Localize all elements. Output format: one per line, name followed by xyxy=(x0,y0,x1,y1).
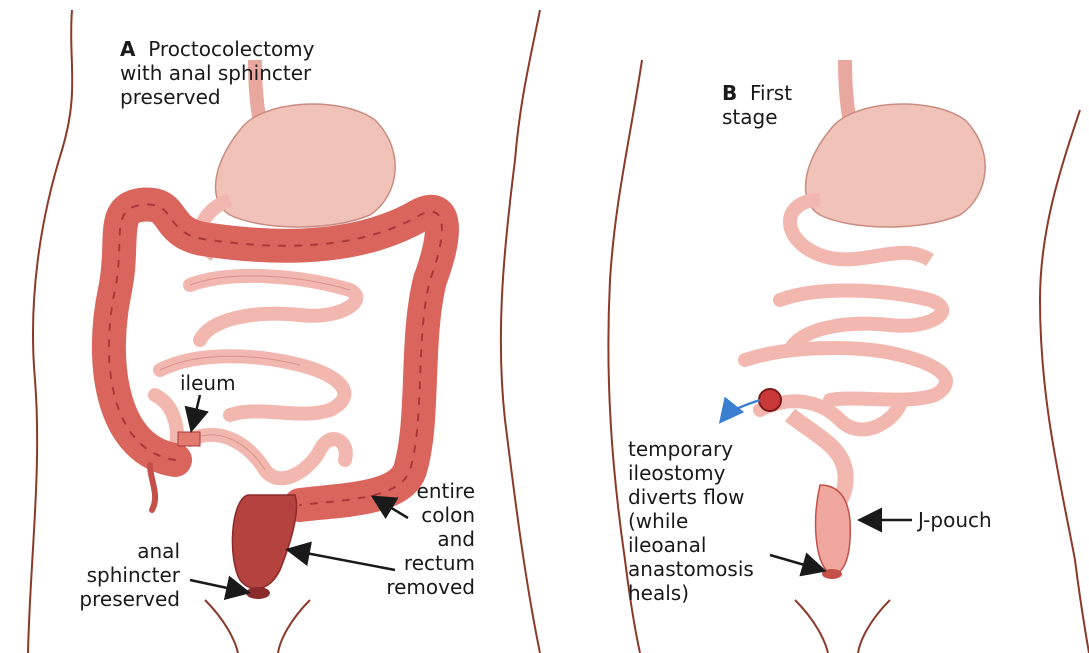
panel-a-title-line1: Proctocolectomy xyxy=(148,37,314,61)
label-removed-2: colon xyxy=(400,504,475,526)
label-removed-3: and xyxy=(400,528,475,550)
anal-sphincter xyxy=(246,587,270,599)
panel-b-title: B First xyxy=(722,82,792,104)
label-jpouch: J-pouch xyxy=(918,509,992,531)
label-sphincter-1: anal xyxy=(60,540,180,562)
stomach xyxy=(216,104,396,227)
label-ileostomy-1: temporary xyxy=(628,438,733,460)
body-outline-right xyxy=(501,10,540,653)
panel-b-title-line1: First xyxy=(750,81,792,105)
panel-b-letter: B xyxy=(722,81,737,105)
label-ileostomy-4: (while xyxy=(628,510,688,532)
label-removed-5: removed xyxy=(375,576,475,598)
panel-b-title-line2: stage xyxy=(722,106,778,128)
anastomosis xyxy=(822,569,842,579)
panel-a-title: A Proctocolectomy xyxy=(120,38,315,60)
arrow-ileum xyxy=(192,395,200,428)
ileostomy-stoma xyxy=(759,389,781,411)
legs-outline-b xyxy=(795,600,890,653)
body-outline-right-b xyxy=(1040,110,1089,653)
ileum-stub xyxy=(178,432,200,446)
arrow-removed-rectum xyxy=(290,550,395,570)
legs-outline xyxy=(205,600,310,653)
stomach-b xyxy=(806,104,986,227)
label-ileostomy-6: anastomosis xyxy=(628,558,754,580)
label-sphincter-3: preserved xyxy=(40,588,180,610)
label-removed-1: entire xyxy=(400,480,475,502)
label-sphincter-2: sphincter xyxy=(40,564,180,586)
arrow-sphincter xyxy=(190,580,246,592)
panel-a-letter: A xyxy=(120,37,135,61)
label-ileostomy-2: ileostomy xyxy=(628,462,725,484)
label-removed-4: rectum xyxy=(385,552,475,574)
arrow-anastomosis xyxy=(770,555,822,570)
rectum xyxy=(232,495,296,589)
panel-a-title-line3: preserved xyxy=(120,86,221,108)
label-ileostomy-3: diverts flow xyxy=(628,486,744,508)
label-ileum: ileum xyxy=(180,372,236,394)
panel-a-title-line2: with anal sphincter xyxy=(120,62,311,84)
label-ileostomy-5: ileoanal xyxy=(628,534,706,556)
label-ileostomy-7: heals) xyxy=(628,582,689,604)
